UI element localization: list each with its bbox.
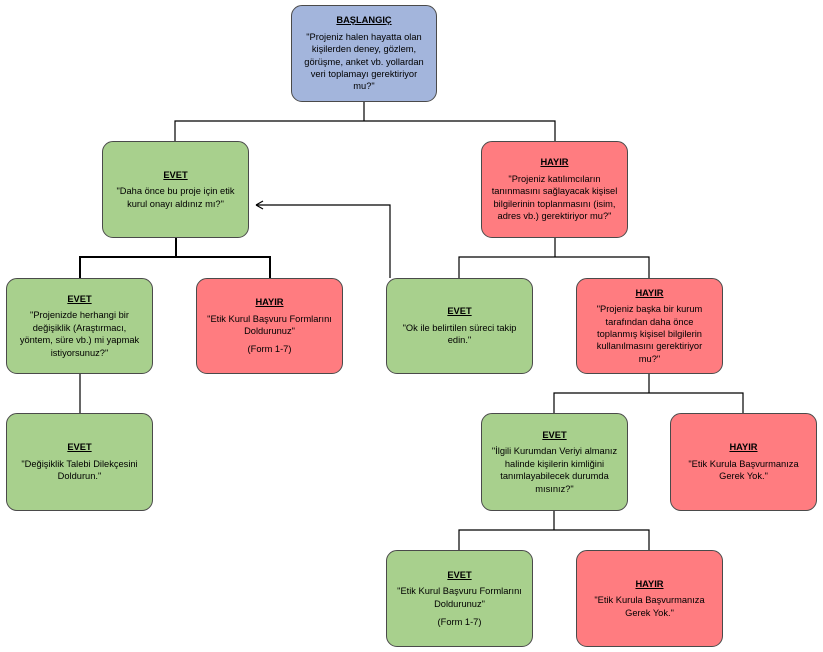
- node-start-title: BAŞLANGIÇ: [336, 15, 392, 26]
- node-hayir-1-title: HAYIR: [540, 157, 569, 168]
- node-hayir-2-title: HAYIR: [255, 297, 284, 308]
- node-evet-5-title: EVET: [542, 429, 567, 440]
- connector-start: [174, 102, 556, 141]
- node-evet-5: EVET "İlgili Kurumdan Veriyi almanız hal…: [481, 413, 628, 511]
- node-evet-6-title: EVET: [447, 569, 472, 580]
- node-evet-4-title: EVET: [67, 442, 92, 453]
- node-hayir-3-title: HAYIR: [635, 287, 664, 298]
- node-start-text: "Projeniz halen hayatta olan kişilerden …: [304, 31, 424, 92]
- node-hayir-3: HAYIR "Projeniz başka bir kurum tarafınd…: [576, 278, 723, 374]
- node-evet-1-text: "Daha önce bu proje için etik kurul onay…: [116, 186, 235, 209]
- arrow-evet-3-to-evet-1: [256, 204, 391, 278]
- node-evet-3-title: EVET: [447, 306, 472, 317]
- arrowhead: [255, 200, 264, 210]
- node-hayir-2-note: (Form 1-7): [247, 344, 292, 355]
- node-evet-1-title: EVET: [163, 169, 188, 180]
- node-hayir-1-text: "Projeniz katılımcıların tanınmasını sağ…: [491, 173, 618, 222]
- connector-evet-5: [458, 511, 650, 550]
- node-evet-2-text: "Projenizde herhangi bir değişiklik (Ara…: [19, 310, 140, 358]
- node-evet-3-text: "Ok ile belirtilen süreci takip edin.": [402, 322, 517, 346]
- node-hayir-2: HAYIR "Etik Kurul Başvuru Formlarını Dol…: [196, 278, 343, 374]
- node-hayir-2-text: "Etik Kurul Başvuru Formlarını Doldurunu…: [207, 313, 332, 336]
- node-evet-4-text: "Değişiklik Talebi Dilekçesini Doldurun.…: [21, 458, 138, 482]
- node-evet-2-title: EVET: [67, 293, 92, 304]
- node-hayir-5: HAYIR "Etik Kurula Başvurmanıza Gerek Yo…: [670, 413, 817, 511]
- node-evet-5-text: "İlgili Kurumdan Veriyi almanız halinde …: [491, 446, 618, 494]
- node-hayir-1: HAYIR "Projeniz katılımcıların tanınması…: [481, 141, 628, 238]
- node-evet-2: EVET "Projenizde herhangi bir değişiklik…: [6, 278, 153, 374]
- node-hayir-5-title: HAYIR: [729, 442, 758, 453]
- connector-hayir-3: [553, 374, 744, 413]
- node-evet-3: EVET "Ok ile belirtilen süreci takip edi…: [386, 278, 533, 374]
- connector-hayir-1: [458, 238, 650, 278]
- node-hayir-3-text: "Projeniz başka bir kurum tarafından dah…: [596, 304, 703, 364]
- node-evet-6: EVET "Etik Kurul Başvuru Formlarını Dold…: [386, 550, 533, 647]
- node-evet-4: EVET "Değişiklik Talebi Dilekçesini Dold…: [6, 413, 153, 511]
- node-hayir-6: HAYIR "Etik Kurula Başvurmanıza Gerek Yo…: [576, 550, 723, 647]
- node-hayir-5-text: "Etik Kurula Başvurmanıza Gerek Yok.": [688, 458, 799, 482]
- node-evet-6-text: "Etik Kurul Başvuru Formlarını Doldurunu…: [397, 586, 522, 609]
- node-evet-6-note: (Form 1-7): [437, 616, 482, 627]
- node-hayir-6-text: "Etik Kurula Başvurmanıza Gerek Yok.": [594, 595, 705, 618]
- node-evet-1: EVET "Daha önce bu proje için etik kurul…: [102, 141, 249, 238]
- node-start: BAŞLANGIÇ "Projeniz halen hayatta olan k…: [291, 5, 437, 102]
- node-hayir-6-title: HAYIR: [635, 578, 664, 589]
- connector-evet-1: [79, 238, 271, 278]
